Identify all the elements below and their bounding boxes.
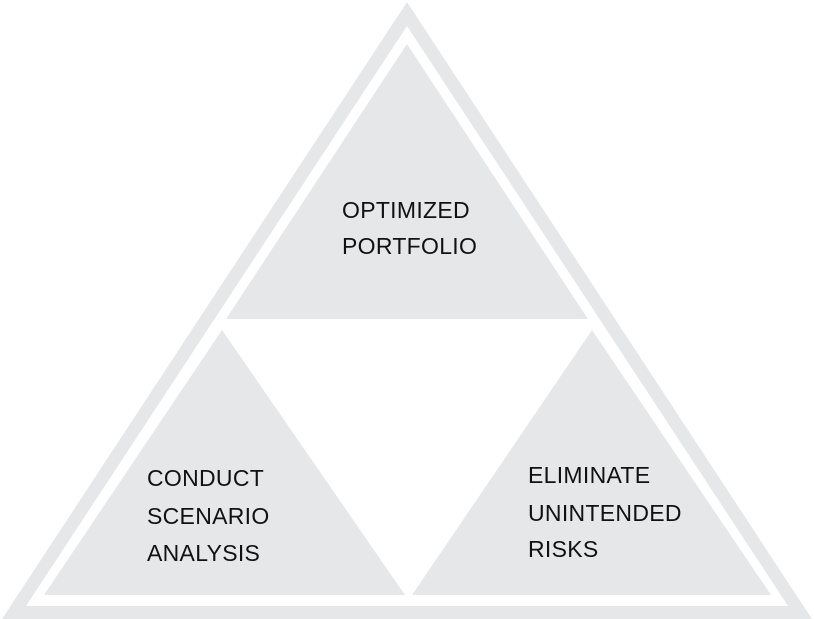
bottom-left-label-line1: CONDUCT xyxy=(147,465,264,491)
bottom-left-triangle xyxy=(44,330,405,595)
bottom-right-label-line1: ELIMINATE xyxy=(528,462,650,488)
bottom-right-triangle xyxy=(412,330,771,595)
top-triangle xyxy=(226,44,588,319)
bottom-left-label-line2: SCENARIO xyxy=(147,503,270,529)
bottom-left-label-line3: ANALYSIS xyxy=(147,540,260,566)
top-label-line1: OPTIMIZED xyxy=(342,197,470,223)
top-label-line2: PORTFOLIO xyxy=(342,233,477,259)
bottom-right-label-line3: RISKS xyxy=(528,536,599,562)
bottom-right-label-line2: UNINTENDED xyxy=(528,500,682,526)
